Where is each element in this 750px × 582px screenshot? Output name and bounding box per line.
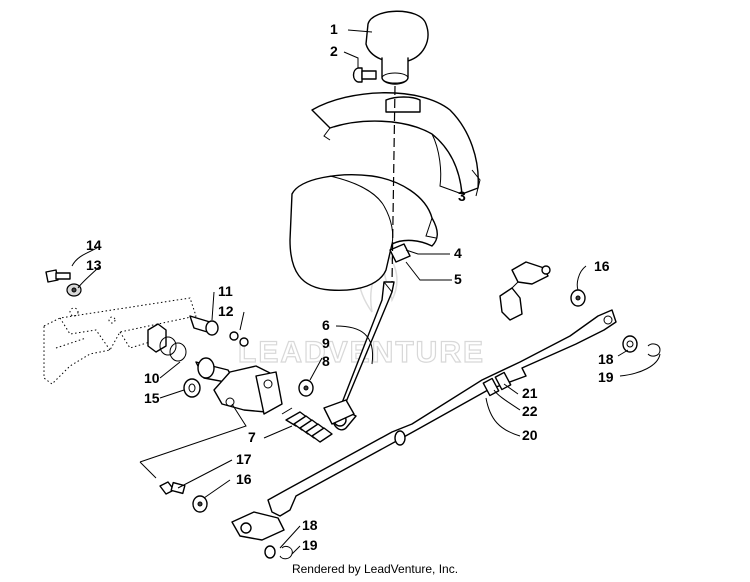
shaft-washer <box>183 378 201 398</box>
callout-labels: 1 2 3 4 5 6 9 8 7 14 13 11 12 10 15 16 1… <box>86 21 614 553</box>
pin-washers <box>229 331 249 347</box>
callout-6: 6 <box>322 317 330 333</box>
frame-bolt <box>45 269 82 297</box>
lower-rod-end <box>159 481 293 560</box>
callout-16-upper: 16 <box>594 258 610 274</box>
callout-13: 13 <box>86 257 102 273</box>
callout-12: 12 <box>218 303 234 319</box>
callout-8: 8 <box>322 353 330 369</box>
return-spring <box>281 407 333 443</box>
arm-nut <box>298 379 314 397</box>
callout-18-lower: 18 <box>302 517 318 533</box>
upper-linkage <box>499 261 586 321</box>
shift-knob <box>365 10 429 85</box>
frame-bracket <box>43 297 197 385</box>
callout-18-right: 18 <box>598 351 614 367</box>
right-end-clip <box>622 335 661 357</box>
callout-5: 5 <box>454 271 462 287</box>
knob-screw <box>352 67 377 83</box>
leader-lines <box>71 29 661 555</box>
callout-19-lower: 19 <box>302 537 318 553</box>
pivot-shaft <box>147 323 237 385</box>
callout-14: 14 <box>86 237 102 253</box>
callout-2: 2 <box>330 43 338 59</box>
callout-11: 11 <box>218 283 233 299</box>
callout-16-lower: 16 <box>236 471 252 487</box>
callout-20: 20 <box>522 427 538 443</box>
footer-credit: Rendered by LeadVenture, Inc. <box>291 562 459 576</box>
callout-22: 22 <box>522 403 538 419</box>
lower-shift-cover <box>289 174 438 292</box>
pivot-pin <box>189 315 219 336</box>
callout-1: 1 <box>330 21 338 37</box>
callout-21: 21 <box>522 385 538 401</box>
shift-lever <box>323 281 395 431</box>
assembly-axis <box>391 85 396 285</box>
callout-10: 10 <box>144 370 160 386</box>
callout-19-right: 19 <box>598 369 614 385</box>
callout-7: 7 <box>248 429 256 445</box>
shift-arm <box>213 365 283 415</box>
callout-3: 3 <box>458 188 466 204</box>
callout-17: 17 <box>236 451 252 467</box>
cover-clip <box>389 243 411 263</box>
callout-15: 15 <box>144 390 160 406</box>
callout-4: 4 <box>454 245 462 261</box>
callout-9: 9 <box>322 335 330 351</box>
